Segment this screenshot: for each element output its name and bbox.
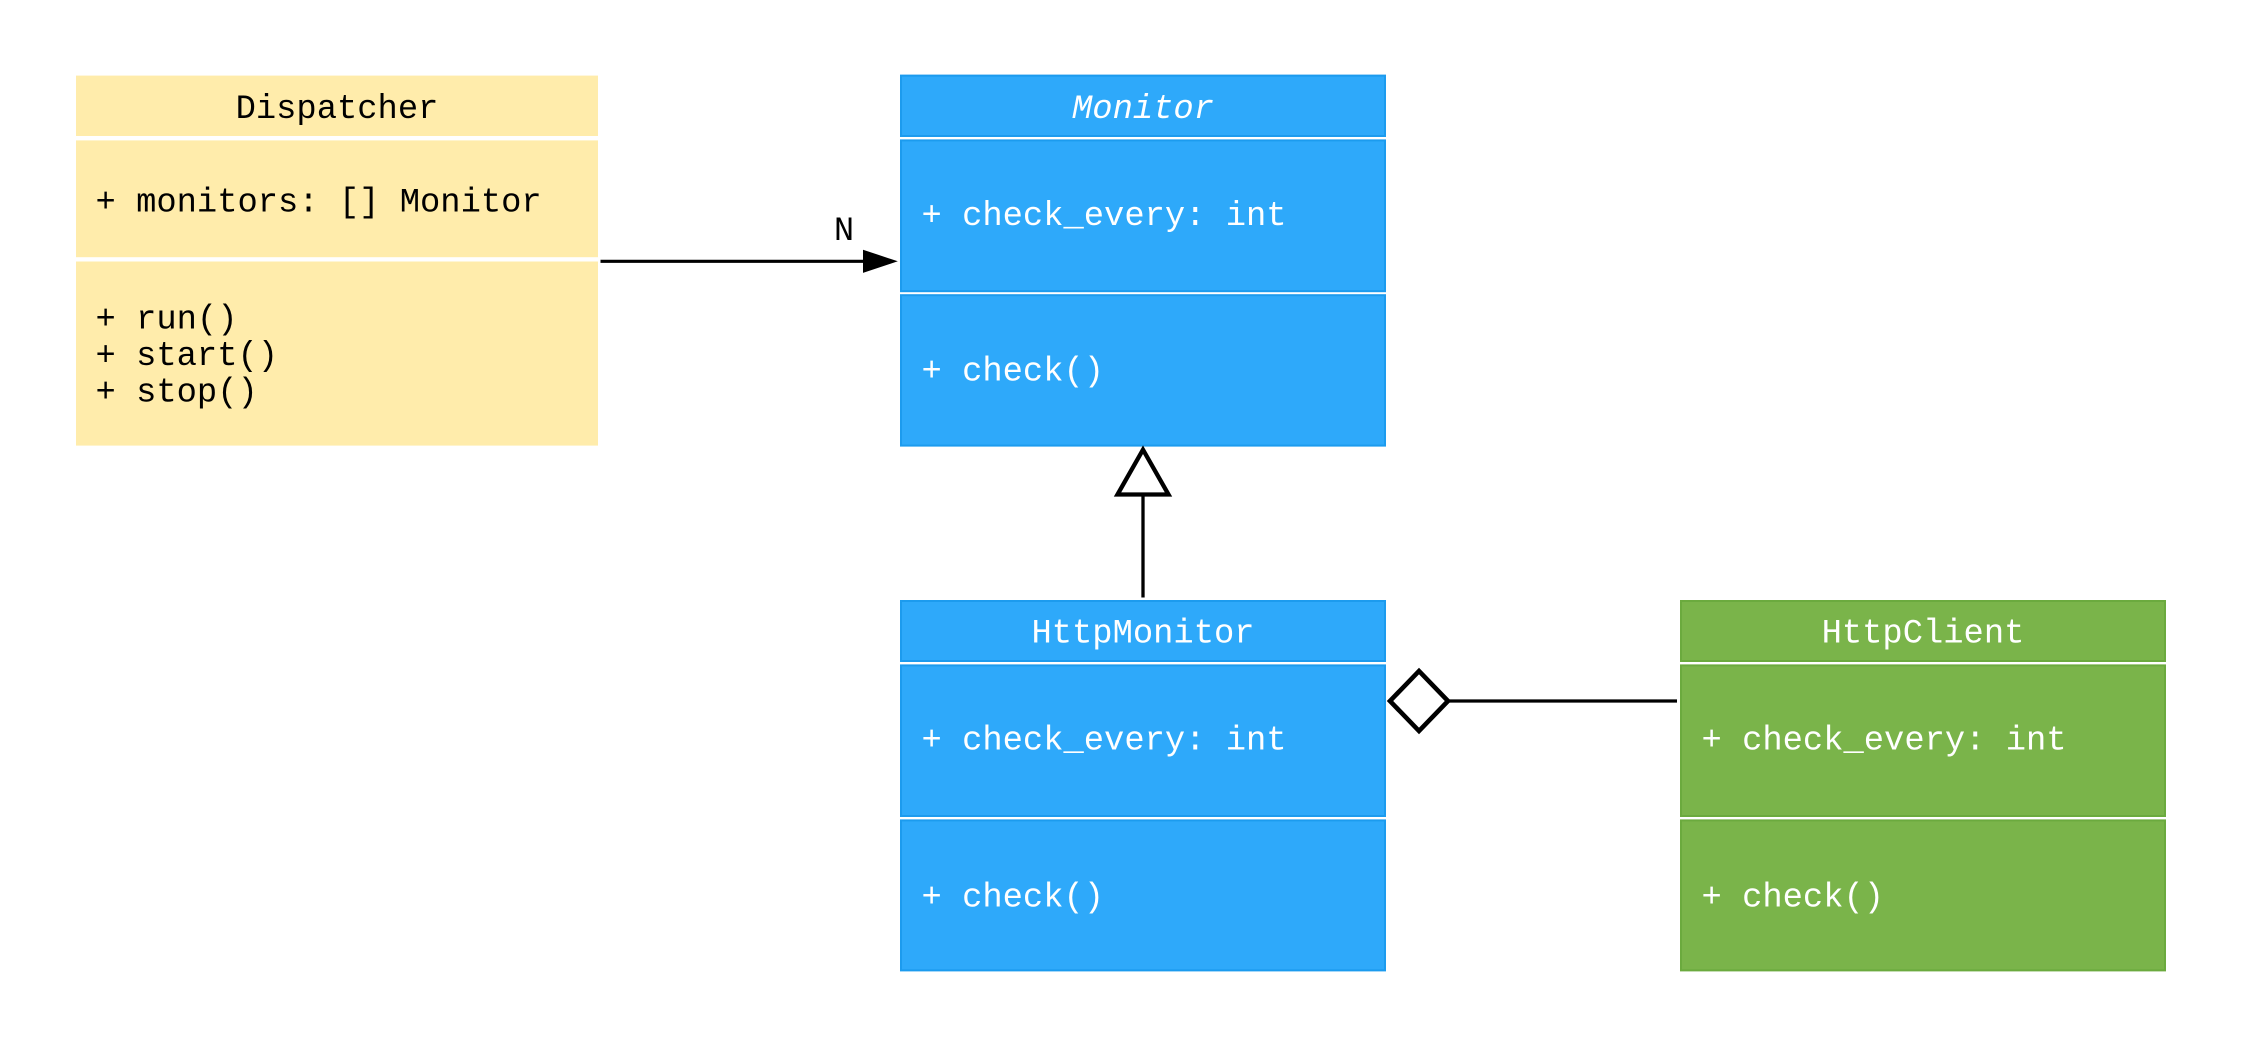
svg-text:Monitor: Monitor: [1072, 91, 1214, 129]
svg-text:HttpClient: HttpClient: [1822, 616, 2025, 654]
svg-text:+ check(): + check(): [922, 880, 1105, 918]
svg-text:+ stop(): + stop(): [96, 375, 258, 413]
svg-text:+ start(): + start(): [96, 338, 279, 376]
svg-text:HttpMonitor: HttpMonitor: [1031, 616, 1254, 654]
svg-text:N: N: [834, 213, 854, 251]
svg-text:+ check_every: int: + check_every: int: [922, 723, 1287, 761]
svg-text:+ check_every: int: + check_every: int: [922, 198, 1287, 236]
svg-text:+ run(): + run(): [96, 302, 238, 340]
svg-text:+ check(): + check(): [1702, 880, 1885, 918]
svg-text:+ monitors: [] Monitor: + monitors: [] Monitor: [96, 184, 542, 222]
svg-text:+ check_every: int: + check_every: int: [1702, 723, 2067, 761]
svg-text:Dispatcher: Dispatcher: [236, 91, 439, 129]
svg-text:+ check(): + check(): [922, 354, 1105, 392]
